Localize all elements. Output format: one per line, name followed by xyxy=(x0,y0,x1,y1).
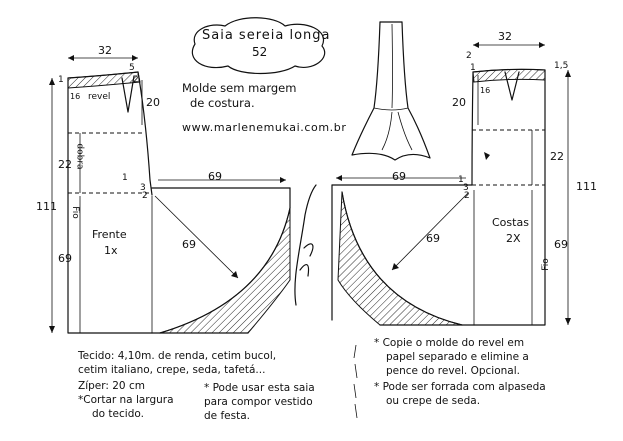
title-cloud xyxy=(191,17,326,75)
back-dart-label: 20 xyxy=(452,96,466,109)
back-mark-15: 1,5 xyxy=(554,61,569,71)
back-total-label: 111 xyxy=(576,180,597,193)
facing-note-1: * Copie o molde do revel em xyxy=(374,337,525,349)
front-total-label: 111 xyxy=(36,200,57,213)
front-mark-16: 16 xyxy=(70,92,81,101)
fabric-note-2: cetim italiano, crepe, seda, tafetá... xyxy=(78,364,266,376)
front-flare-hatch xyxy=(159,207,291,334)
front-piece-name: Frente xyxy=(92,228,127,241)
front-mark-2b: 2 xyxy=(142,191,148,201)
back-piece-count: 2X xyxy=(506,232,521,245)
zipper-note: Zíper: 20 cm xyxy=(78,380,145,392)
back-flare-hatch xyxy=(337,191,463,326)
back-grain-label: Fio xyxy=(540,258,551,271)
front-mark-2: 2 xyxy=(133,75,139,85)
front-width-label: 32 xyxy=(98,44,112,57)
front-mark-5: 5 xyxy=(129,63,135,73)
note-sewing: de costura. xyxy=(190,96,255,110)
back-hip-label: 22 xyxy=(550,150,564,163)
front-side-seam xyxy=(137,71,153,196)
usage-note-1: * Pode usar esta saia xyxy=(204,382,315,394)
front-facing-label: revel xyxy=(88,92,111,102)
note-no-seam-allowance: Molde sem margem xyxy=(182,81,297,95)
front-flare-width-label: 69 xyxy=(208,170,222,183)
back-dart xyxy=(504,71,520,101)
front-grain-label: Fio xyxy=(69,206,80,219)
website: www.marlenemukai.com.br xyxy=(182,121,347,134)
front-facing xyxy=(67,71,141,89)
back-mark-1: 1 xyxy=(470,63,476,73)
back-lower-label: 69 xyxy=(554,238,568,251)
fabric-note-1: Tecido: 4,10m. de renda, cetim bucol, xyxy=(78,350,277,362)
usage-note-2: para compor vestido xyxy=(204,396,313,408)
back-piece xyxy=(331,42,571,326)
cut-note-1: *Cortar na largura xyxy=(78,394,174,406)
back-width-label: 32 xyxy=(498,30,512,43)
back-flare-width-label: 69 xyxy=(392,170,406,183)
front-mark-1b: 1 xyxy=(122,173,128,183)
signature xyxy=(294,184,317,306)
lining-note-1: * Pode ser forrada com alpaseda xyxy=(374,381,546,393)
diagram-title: Saia sereia longa xyxy=(202,28,331,43)
cut-note-2: do tecido. xyxy=(92,408,144,420)
back-side-seam xyxy=(471,71,474,186)
back-diagonal xyxy=(391,192,469,271)
back-mark-16: 16 xyxy=(480,86,491,95)
front-dart xyxy=(121,75,135,113)
facing-note-3: pence do revel. Opcional. xyxy=(386,365,520,377)
back-mark-1b: 1 xyxy=(458,175,464,185)
back-mark-2: 2 xyxy=(466,51,472,61)
front-outline xyxy=(67,77,153,334)
front-piece xyxy=(49,55,291,334)
back-diag-label: 69 xyxy=(426,232,440,245)
back-mark-3: 3 xyxy=(463,183,469,193)
usage-note-3: de festa. xyxy=(204,410,250,422)
front-dart-label: 20 xyxy=(146,96,160,109)
front-fold-label: dobra xyxy=(74,143,85,170)
back-piece-name: Costas xyxy=(492,216,529,229)
back-facing xyxy=(472,68,546,83)
front-piece-count: 1x xyxy=(104,244,118,257)
front-lower-label: 69 xyxy=(58,252,72,265)
front-hip-label: 22 xyxy=(58,158,72,171)
front-mark-3: 3 xyxy=(140,183,146,193)
front-diag-label: 69 xyxy=(182,238,196,251)
skirt-illustration xyxy=(351,21,431,161)
lining-note-2: ou crepe de seda. xyxy=(386,395,481,407)
front-diagonal xyxy=(154,195,239,279)
back-outline xyxy=(473,69,546,326)
back-mark-2b: 2 xyxy=(464,191,470,201)
front-mark-1: 1 xyxy=(58,75,64,85)
diagram-size: 52 xyxy=(252,45,268,59)
facing-note-2: papel separado e elimine a xyxy=(386,351,529,363)
